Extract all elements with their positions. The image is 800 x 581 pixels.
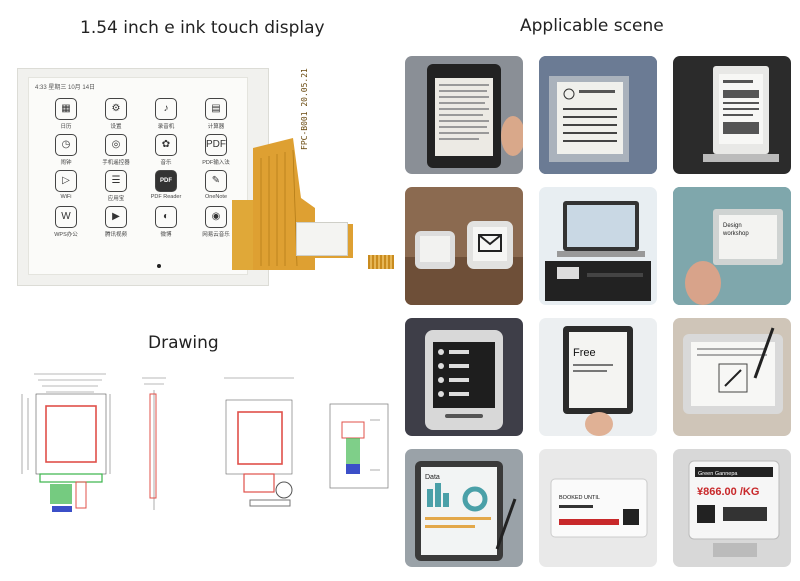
scene-price-tag: Green Gannepa ¥866.00 /KG <box>673 449 791 567</box>
scene-tablet-stylus <box>673 318 791 436</box>
scene-desk-display <box>673 56 791 174</box>
pdf-reader-icon: PDF <box>155 170 177 192</box>
app-video[interactable]: ▶ 腾讯视频 <box>91 206 141 238</box>
scene-title: Applicable scene <box>520 16 664 36</box>
scene-free-room-tablet: Free <box>539 318 657 436</box>
app-label: PDF输入法 <box>202 160 230 166</box>
pdf-icon: PDF <box>205 134 227 156</box>
side-view <box>142 377 166 510</box>
app-label: OneNote <box>204 194 227 200</box>
scene-text-booked: BOOKED UNTIL <box>559 495 600 501</box>
app-label: 闹钟 <box>60 160 72 166</box>
app-label: 网易云音乐 <box>202 232 230 238</box>
scene-printer-laptop <box>539 187 657 305</box>
app-label: 手机遥控器 <box>102 160 130 166</box>
app-calendar[interactable]: ▦ 日历 <box>41 98 91 130</box>
app-notes[interactable]: ✎ OneNote <box>191 170 241 201</box>
music-icon: ✿ <box>155 134 177 156</box>
price-tag-price: ¥866.00 /KG <box>697 486 759 498</box>
app-gear[interactable]: ⚙ 设置 <box>91 98 141 130</box>
app-music[interactable]: ✿ 音乐 <box>141 134 191 166</box>
app-label: 日历 <box>60 124 72 130</box>
app-label: 录音机 <box>157 124 175 130</box>
scene-text-design: Design <box>723 223 742 229</box>
video-icon: ▶ <box>105 206 127 228</box>
status-bar: 4:33 星期三 10月 14日 <box>35 85 96 91</box>
front-view <box>21 373 111 475</box>
connector-detail <box>329 403 389 489</box>
eink-module: 4:33 星期三 10月 14日 ▦ 日历 ⚙ 设置 ♪ 录音机 ▤ 计算器 ◷ 闹钟 ◎ 手机遥控器… <box>17 68 269 286</box>
clock-icon: ◷ <box>55 134 77 156</box>
price-tag-product: Green Gannepa <box>698 471 738 477</box>
app-label: WiFi <box>60 194 72 200</box>
app-label: 计算器 <box>207 124 225 130</box>
fpc-connector <box>368 255 394 269</box>
app-app-store[interactable]: ☰ 应用宝 <box>91 170 141 202</box>
scene-subway-sign <box>539 56 657 174</box>
svg-text:workshop: workshop <box>722 231 749 237</box>
office-icon: W <box>55 206 77 228</box>
app-store-icon: ☰ <box>105 170 127 192</box>
scene-text-data: Data <box>425 474 440 481</box>
app-label: 应用宝 <box>107 196 125 202</box>
app-cloud-music[interactable]: ◉ 网易云音乐 <box>191 206 241 238</box>
app-weibo[interactable]: ◐ 微博 <box>141 206 191 238</box>
app-label: 音乐 <box>160 160 172 166</box>
screen-dot <box>157 264 161 268</box>
app-label: WPS办公 <box>54 232 78 238</box>
eink-screen: 4:33 星期三 10月 14日 ▦ 日历 ⚙ 设置 ♪ 录音机 ▤ 计算器 ◷ 闹钟 ◎ 手机遥控器… <box>28 77 248 275</box>
gear-icon: ⚙ <box>105 98 127 120</box>
cloud-music-icon: ◉ <box>205 206 227 228</box>
app-label: 设置 <box>110 124 122 130</box>
microphone-icon: ♪ <box>155 98 177 120</box>
calendar-icon: ▦ <box>55 98 77 120</box>
scene-text-free: Free <box>573 347 596 359</box>
app-icon-grid: ▦ 日历 ⚙ 设置 ♪ 录音机 ▤ 计算器 ◷ 闹钟 ◎ 手机遥控器 ✿ 音乐 PDF PDF输入法 ▷ WiFi… <box>41 98 241 238</box>
app-calculator[interactable]: ▤ 计算器 <box>191 98 241 130</box>
scene-handheld-dashboard <box>405 318 523 436</box>
remote-icon: ◎ <box>105 134 127 156</box>
app-microphone[interactable]: ♪ 录音机 <box>141 98 191 130</box>
notes-icon: ✎ <box>205 170 227 192</box>
app-clock[interactable]: ◷ 闹钟 <box>41 134 91 166</box>
wifi-icon: ▷ <box>55 170 77 192</box>
scene-design-workshop-sign: Design workshop <box>673 187 791 305</box>
calculator-icon: ▤ <box>205 98 227 120</box>
fpc-label: FPC-B001 20.05.21 <box>300 68 309 150</box>
fpc-fold <box>232 200 256 270</box>
app-pdf[interactable]: PDF PDF输入法 <box>191 134 241 166</box>
scene-grid: Design workshop Free Data BOOKED UNTIL Gr… <box>405 56 795 567</box>
drawing-title: Drawing <box>148 333 219 353</box>
fpc-stiffener <box>296 222 348 256</box>
app-pdf-reader[interactable]: PDF PDF Reader <box>141 170 191 201</box>
app-remote[interactable]: ◎ 手机遥控器 <box>91 134 141 166</box>
technical-drawing <box>21 373 389 512</box>
module-title: 1.54 inch e ink touch display <box>80 18 325 38</box>
scene-booked-shelf-label: BOOKED UNTIL <box>539 449 657 567</box>
rear-view <box>224 377 294 475</box>
weibo-icon: ◐ <box>155 206 177 228</box>
scene-e-reader <box>405 56 523 174</box>
scene-mini-displays <box>405 187 523 305</box>
app-label: 腾讯视频 <box>104 232 127 238</box>
app-office[interactable]: W WPS办公 <box>41 206 91 238</box>
scene-data-tablet: Data <box>405 449 523 567</box>
app-label: 微博 <box>160 232 172 238</box>
app-label: PDF Reader <box>150 194 182 200</box>
app-wifi[interactable]: ▷ WiFi <box>41 170 91 201</box>
